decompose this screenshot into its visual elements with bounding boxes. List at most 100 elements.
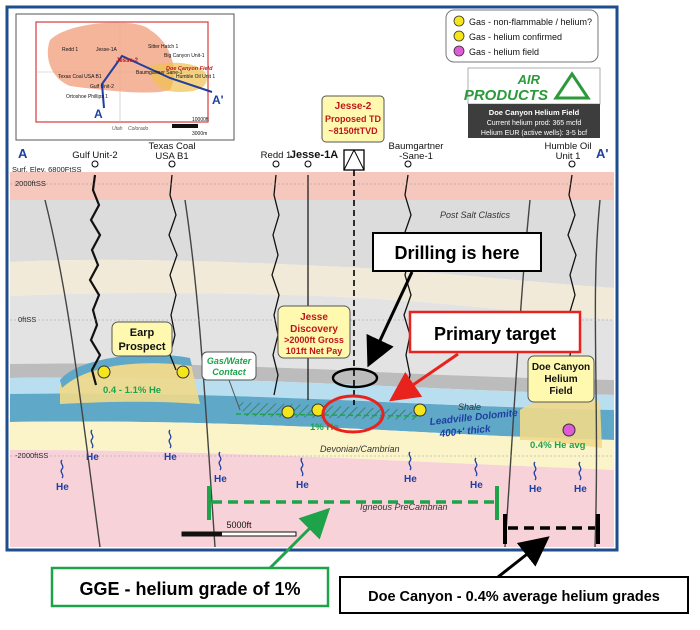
gas-marker-2 xyxy=(176,365,190,379)
well-label-humble-2: Unit 1 xyxy=(556,151,581,162)
legend-dot-2 xyxy=(453,30,465,42)
well-label-humble-1: Humble Oil xyxy=(545,141,592,152)
well-label-baum-2: -Sane-1 xyxy=(399,151,433,162)
inset-label-bigcanyon: Big Canyon Unit-1 xyxy=(164,53,205,59)
doe-box-3: Field xyxy=(549,386,572,397)
legend-dot-1 xyxy=(453,15,465,27)
jesse2-proposed-box: Jesse-2 Proposed TD ~8150ftTVD xyxy=(321,95,385,143)
logo-info-title: Doe Canyon Helium Field xyxy=(489,108,580,117)
drilling-callout-text: Drilling is here xyxy=(394,243,519,263)
jesse-discovery-box: Jesse Discovery >2000ft Gross 101ft Net … xyxy=(277,305,351,359)
formation-devonian: Devonian/Cambrian xyxy=(320,444,400,454)
inset-end-label: A' xyxy=(212,93,224,107)
inset-label-texas: Texas Coal USA B1 xyxy=(58,74,102,80)
log-baumgartner xyxy=(403,174,412,396)
primary-arrow xyxy=(389,352,459,402)
gwc-box: Gas/Water Contact xyxy=(201,351,257,381)
he-markers: He He He He He He He He xyxy=(56,429,587,495)
gge-callout-box xyxy=(50,566,330,608)
earp-line-2: Prospect xyxy=(118,341,165,353)
well-symbols xyxy=(91,160,576,168)
gas-marker-5 xyxy=(413,403,427,417)
depth-2000: 2000ftSS xyxy=(15,179,46,188)
inset-label-ortoshoe: Ortoshoe Phillips 1 xyxy=(66,94,108,100)
section-end-label: A' xyxy=(596,146,608,161)
depth-0: 0ftSS xyxy=(18,315,36,324)
doe-dome xyxy=(520,397,602,448)
primary-target-ellipse xyxy=(321,394,385,434)
he-label-6: He xyxy=(404,474,417,485)
earp-line-1: Earp xyxy=(130,327,155,339)
inset-scale-2: 3000m xyxy=(192,131,207,137)
logo-top: AIR xyxy=(517,72,541,87)
gas-marker-1 xyxy=(97,365,111,379)
section-start-label: A xyxy=(18,146,28,161)
he-label-5: He xyxy=(296,480,309,491)
depth-minus2000: -2000ftSS xyxy=(15,451,48,460)
doe-box-1: Doe Canyon xyxy=(532,362,590,373)
devonian-cambrian-layer xyxy=(10,421,614,470)
formation-igneous: Igneous PreCambrian xyxy=(360,502,448,512)
doe-callout-text: Doe Canyon - 0.4% average helium grades xyxy=(368,589,660,605)
gwc-line-1: Gas/Water xyxy=(207,356,252,366)
inset-label-doe: Doe Canyon Field xyxy=(166,66,213,72)
well-texas-icon xyxy=(168,160,176,168)
grade-jesse: 1% He xyxy=(310,422,339,433)
layers xyxy=(10,172,614,548)
inset-map: Redd 1 Jesse-1A Jesse-2 Sitter Hatch 1 B… xyxy=(15,13,235,141)
legend-label-2: Gas - helium confirmed xyxy=(469,32,562,42)
gas-marker-3 xyxy=(281,405,295,419)
doe-canyon-box: Doe Canyon Helium Field xyxy=(527,355,595,403)
logo-bottom: PRODUCTS xyxy=(464,87,548,104)
fault-right-2 xyxy=(594,199,601,548)
formation-leadville-2: 400+' thick xyxy=(438,424,491,440)
inset-label-baum: Baumgartner Sane-1 xyxy=(136,70,183,76)
he-label-3: He xyxy=(164,452,177,463)
inset-field-shape xyxy=(47,22,174,93)
he-label-8: He xyxy=(529,484,542,495)
drilling-ellipse xyxy=(331,367,379,389)
doe-callout-box xyxy=(339,576,689,614)
he-label-4: He xyxy=(214,474,227,485)
log-gulf xyxy=(88,174,102,386)
well-label-texas-2: USA B1 xyxy=(155,151,188,162)
log-texas xyxy=(168,174,178,371)
well-label-jesse1a: Jesse-1A xyxy=(290,149,338,161)
surface-band xyxy=(10,172,614,200)
legend-dot-3 xyxy=(453,45,465,57)
he-label-1: He xyxy=(86,452,99,463)
grade-earp: 0.4 - 1.1% He xyxy=(103,385,161,396)
grade-doe: 0.4% He avg xyxy=(530,440,586,451)
well-humble-icon xyxy=(568,160,576,168)
logo-info-2: Helium EUR (active wells): 3-5 bcf xyxy=(481,130,587,137)
well-jesse1a-icon xyxy=(304,160,312,168)
depth-surface: Surf. Elev. 6800FtSS xyxy=(12,165,81,174)
well-label-baum-1: Baumgartner xyxy=(389,141,444,152)
igneous-precambrian-layer xyxy=(10,450,614,547)
proposed-line-2: ~8150ftTVD xyxy=(328,126,378,136)
scale-bar-label: 5000ft xyxy=(226,520,252,530)
legend-label-3: Gas - helium field xyxy=(469,47,539,57)
inset-label-jesse1a: Jesse-1A xyxy=(96,47,118,53)
air-products-logo: AIR PRODUCTS Doe Canyon Helium Field Cur… xyxy=(464,67,601,138)
proposed-line-1: Proposed TD xyxy=(325,114,382,124)
legend-label-1: Gas - non-flammable / helium? xyxy=(469,17,592,27)
inset-label-redd: Redd 1 xyxy=(62,47,78,53)
earp-box: Earp Prospect xyxy=(111,321,173,357)
legend: Gas - non-flammable / helium? Gas - heli… xyxy=(445,9,599,63)
gas-water-contact-line xyxy=(235,413,421,417)
primary-callout-box xyxy=(408,310,582,354)
logo-info-1: Current helium prod: 365 mcfd xyxy=(487,120,582,127)
inset-label-utah: Utah xyxy=(112,126,123,132)
inset-start-label: A xyxy=(94,107,103,121)
well-logs xyxy=(88,174,577,400)
inset-label-gulf: Gulf Unit-2 xyxy=(90,84,114,90)
proposed-name: Jesse-2 xyxy=(335,101,372,112)
he-label-9: He xyxy=(574,484,587,495)
he-label-2: He xyxy=(56,482,69,493)
inset-label-sitter: Sitter Hatch 1 xyxy=(148,44,179,50)
jesse-box-2: Discovery xyxy=(290,324,338,335)
well-label-redd: Redd 1 xyxy=(261,150,292,161)
fault-left xyxy=(44,199,101,548)
